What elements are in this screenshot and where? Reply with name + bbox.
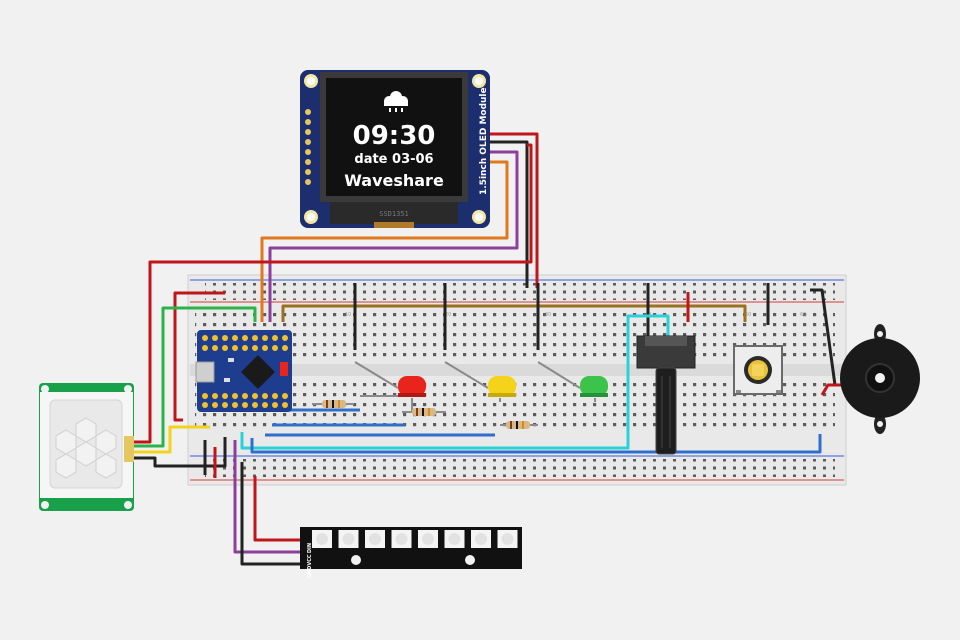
column-number: 60 xyxy=(800,312,806,318)
wire-red-long xyxy=(128,143,533,444)
strip-led-lens xyxy=(501,533,514,545)
oled-date: date 03-06 xyxy=(354,152,433,167)
wire-strip-vcc xyxy=(233,440,305,554)
oled-chip-code: SSD1351 xyxy=(379,210,409,218)
strip-led-lens xyxy=(448,533,461,545)
oled-pin-header xyxy=(305,109,311,185)
strip-pin-gnd: GND xyxy=(307,566,313,578)
usb-port xyxy=(195,361,215,383)
led-body xyxy=(488,376,516,396)
wire-blue-4 xyxy=(250,434,822,454)
terminal-strip-top xyxy=(195,308,835,360)
oled-time: 09:30 xyxy=(353,121,436,151)
bottom-power-rail xyxy=(205,459,835,477)
wire-oled-vcc xyxy=(470,132,539,288)
wire-oled-clk xyxy=(260,160,509,322)
strip-led-lens xyxy=(342,533,355,545)
wire-cyan xyxy=(240,314,670,450)
wire-strip-gnd xyxy=(240,462,305,566)
green-led xyxy=(580,376,608,397)
wire-red-rail xyxy=(173,291,225,422)
red-led xyxy=(398,376,426,397)
rain-cloud-icon xyxy=(384,91,408,112)
resistor-1 xyxy=(312,400,354,408)
mcu-chip xyxy=(241,355,275,389)
mcu-bottom-pins xyxy=(202,393,288,408)
potentiometer xyxy=(636,335,696,455)
pir-lens xyxy=(55,417,117,479)
resistors xyxy=(312,400,538,429)
microcontroller-board xyxy=(195,330,292,412)
wire-brown xyxy=(281,304,747,322)
push-button xyxy=(733,345,783,395)
yellow-led xyxy=(488,376,516,397)
mcu-led xyxy=(280,362,288,376)
strip-leds xyxy=(312,530,518,548)
column-number: 50 xyxy=(745,312,751,318)
wire-red-buzzer xyxy=(820,383,845,396)
wire-green-pir xyxy=(128,306,257,448)
led-body xyxy=(398,376,426,396)
resistor-3 xyxy=(500,421,538,429)
buzzer xyxy=(840,324,920,434)
strip-led-lens xyxy=(475,533,487,545)
pir-sensor xyxy=(39,383,134,511)
oled-brand: Waveshare xyxy=(344,171,444,190)
oled-module: 09:30 date 03-06 Waveshare 1.5inch OLED … xyxy=(300,70,490,228)
strip-led-lens xyxy=(316,533,328,545)
strip-led-lens xyxy=(369,533,381,545)
strip-pin-vcc: VCC xyxy=(307,554,313,566)
wires xyxy=(128,132,845,566)
led-body xyxy=(580,376,608,396)
wire-yellow-pir xyxy=(128,425,210,454)
resistor-2 xyxy=(402,408,446,416)
oled-ribbon xyxy=(330,202,458,224)
wire-strip-din xyxy=(253,476,305,542)
wire-black-pir xyxy=(128,437,227,468)
wire-black-buzzer xyxy=(810,288,837,386)
wire-oled-din xyxy=(268,150,519,322)
column-number: 20 xyxy=(445,312,451,318)
led-legs xyxy=(354,361,596,412)
column-number: 30 xyxy=(545,312,551,318)
top-power-rail xyxy=(205,283,835,300)
column-number: 10 xyxy=(345,312,351,318)
led-strip: DIN VCC GND xyxy=(300,527,522,578)
strip-led-lens xyxy=(395,533,408,545)
strip-pin-din: DIN xyxy=(307,543,313,553)
mcu-top-pins xyxy=(202,335,288,351)
oled-side-label: 1.5inch OLED Module xyxy=(479,87,489,195)
strip-led-lens xyxy=(422,533,434,545)
